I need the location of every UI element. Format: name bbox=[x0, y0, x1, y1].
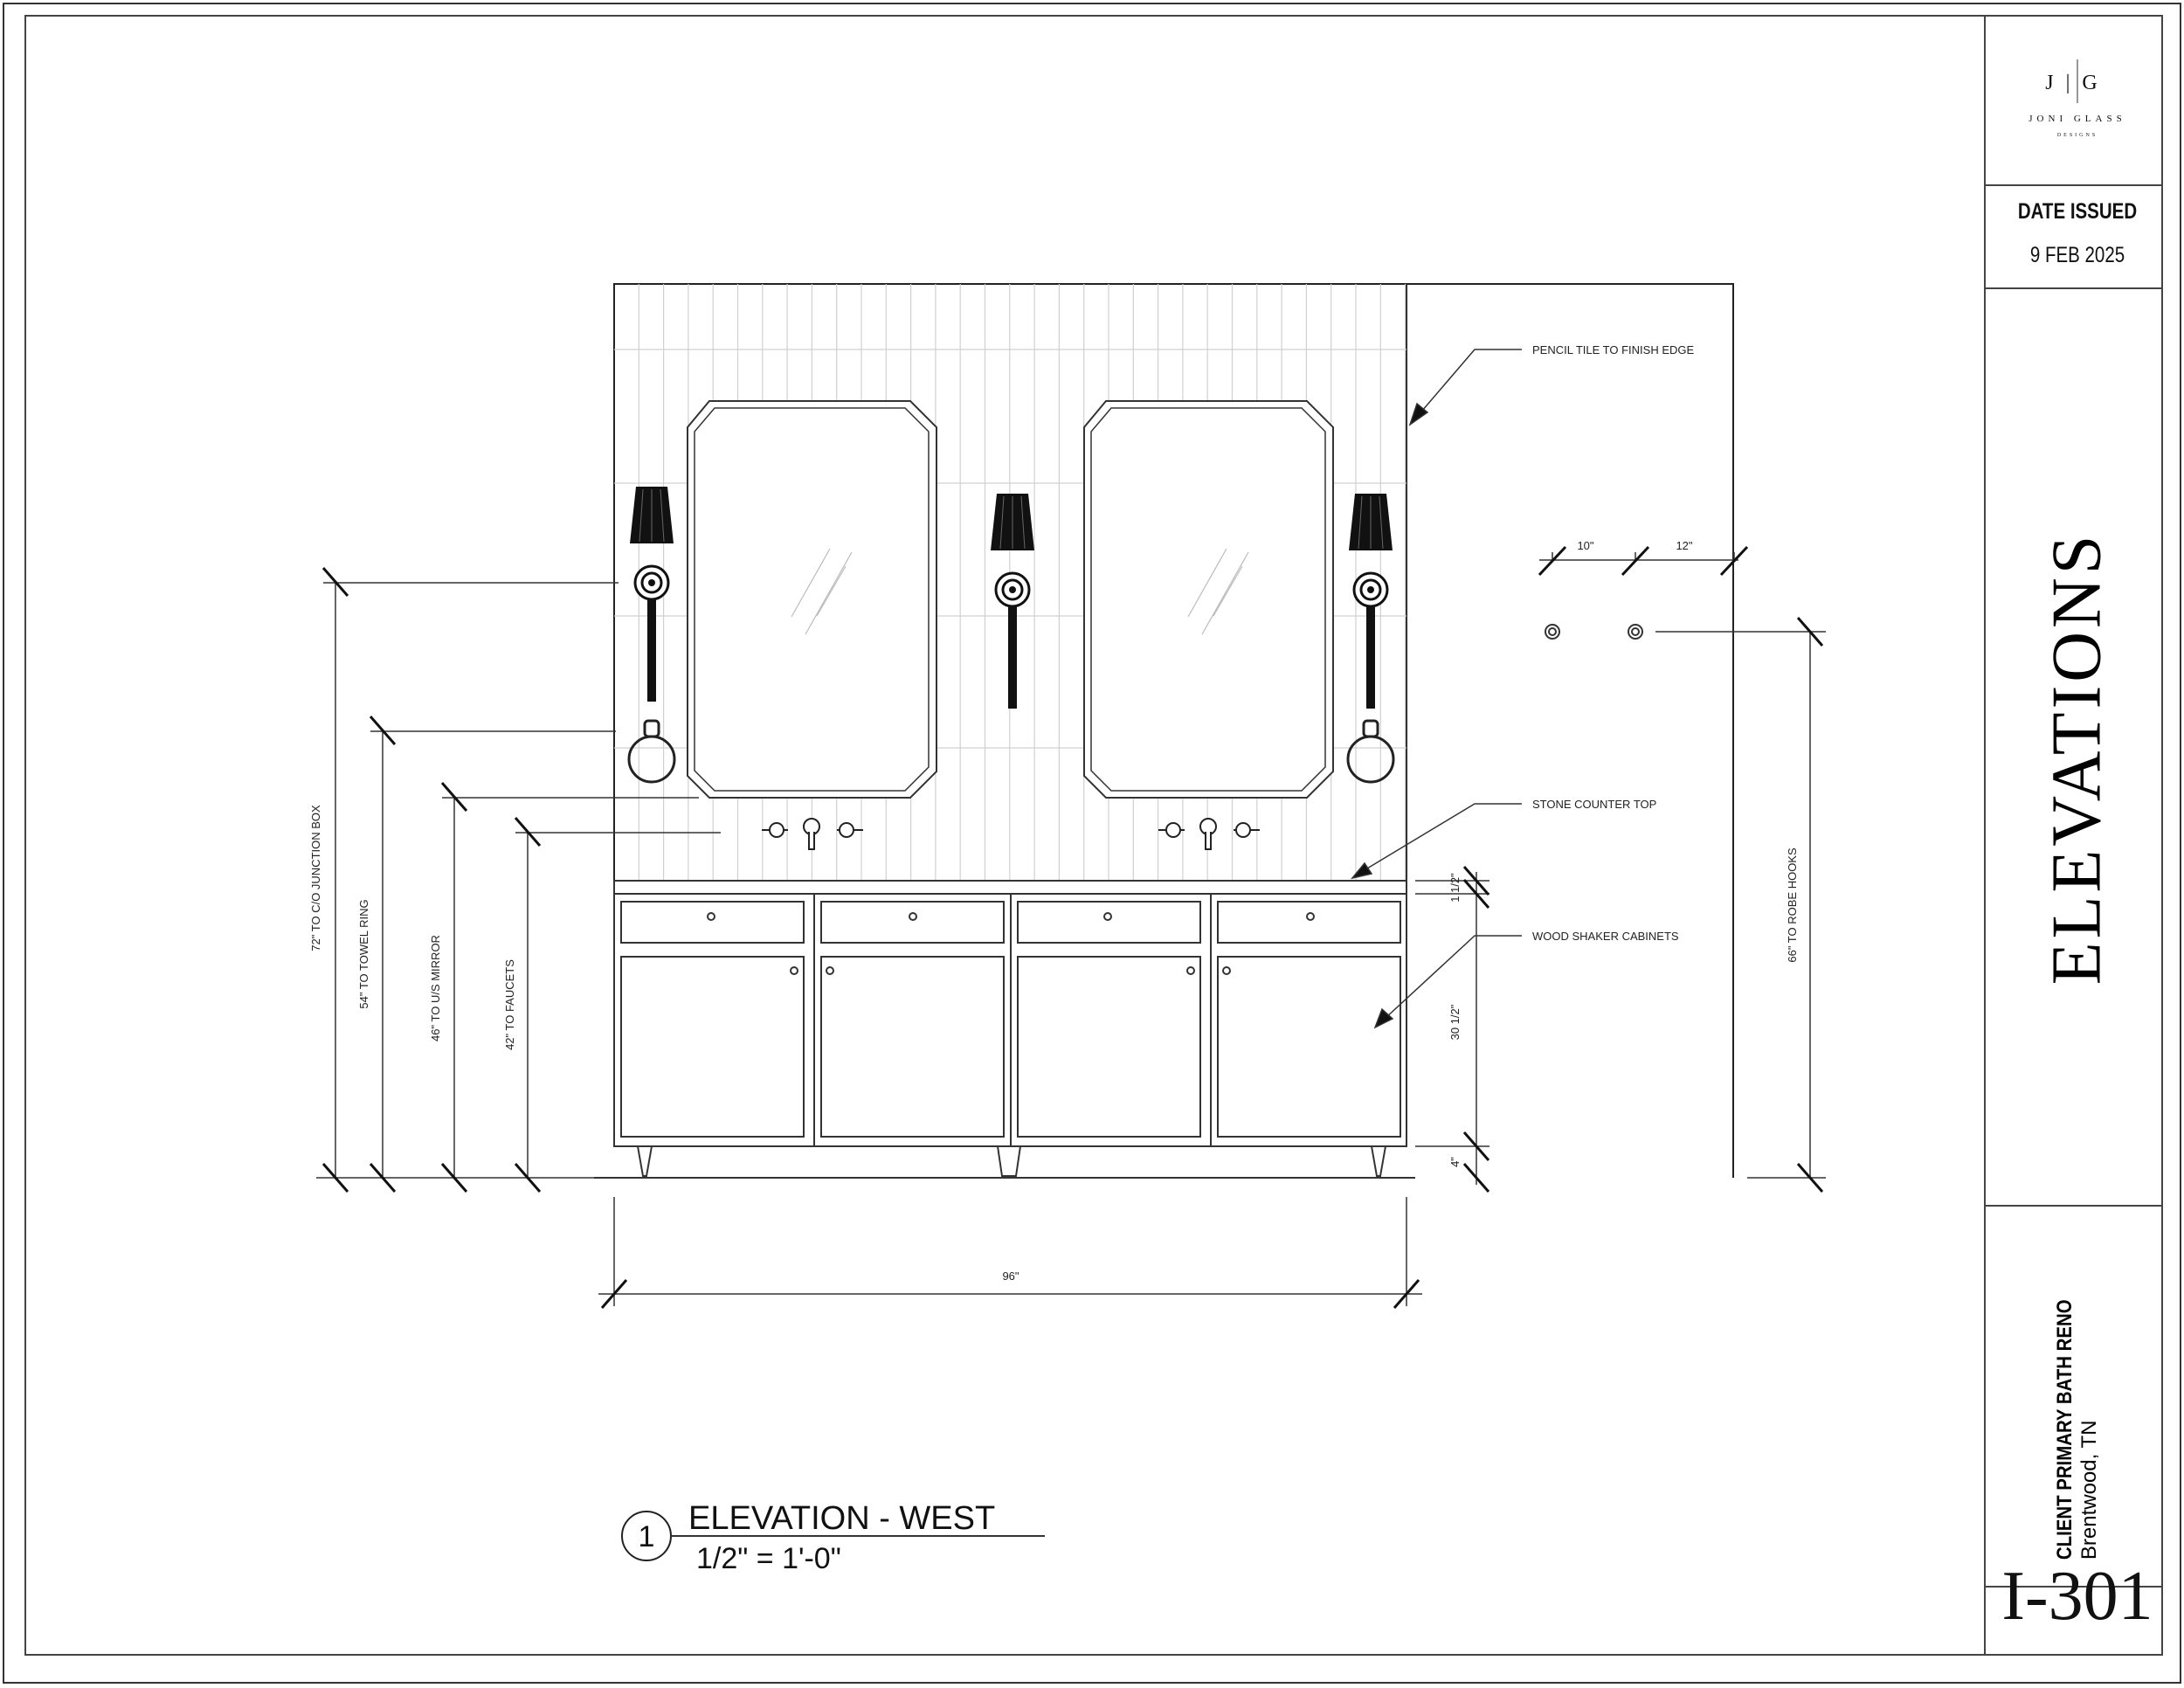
vanity bbox=[594, 880, 1415, 1179]
date-issued-label: DATE ISSUED bbox=[2017, 199, 2138, 224]
dim-robe-hooks: 66" TO ROBE HOOKS bbox=[1786, 847, 1799, 963]
sheet-border bbox=[24, 15, 2163, 1656]
dim-junction-box: 72" TO C/O JUNCTION BOX bbox=[309, 805, 322, 951]
title-block-frame bbox=[1984, 16, 2162, 1655]
callout-leaders bbox=[1351, 349, 1522, 1029]
faucet-left bbox=[762, 818, 863, 850]
logo-monogram: J|G bbox=[2045, 72, 2110, 94]
project-location: Brentwood, TN bbox=[2077, 1420, 2101, 1560]
view-title: ELEVATION - WEST bbox=[688, 1500, 995, 1537]
date-issued-value: 9 FEB 2025 bbox=[2029, 243, 2125, 267]
view-scale: 1/2" = 1'-0" bbox=[696, 1542, 841, 1575]
sheet-number: I-301 bbox=[2001, 1558, 2153, 1635]
towel-ring-right bbox=[1346, 719, 1395, 784]
callout-wood-cabinets: WOOD SHAKER CABINETS bbox=[1532, 930, 1679, 943]
logo-name: JONI GLASS bbox=[2028, 114, 2126, 124]
towel-ring-left bbox=[627, 719, 676, 784]
faucet-right bbox=[1158, 818, 1260, 850]
outer-border bbox=[3, 3, 2181, 1684]
project-name: CLIENT PRIMARY BATH RENO bbox=[2053, 1299, 2077, 1560]
callout-stone-counter: STONE COUNTER TOP bbox=[1532, 798, 1656, 811]
dim-faucets: 42" TO FAUCETS bbox=[503, 959, 516, 1050]
dim-cabinet-height: 30 1/2" bbox=[1448, 1004, 1462, 1040]
view-label: 1 ELEVATION - WEST 1/2" = 1'-0" bbox=[621, 1500, 1045, 1575]
mirror-right bbox=[1083, 400, 1334, 799]
dim-mirror: 46" TO U/S MIRROR bbox=[429, 935, 442, 1041]
dim-vanity-width: 96" bbox=[1002, 1269, 1019, 1283]
view-number: 1 bbox=[639, 1520, 655, 1553]
dim-counter-thickness: 1 1/2" bbox=[1448, 873, 1462, 903]
logo-sub: DESIGNS bbox=[2056, 133, 2098, 138]
dim-hook-spacing-2: 12" bbox=[1676, 539, 1692, 552]
dim-leg-height: 4" bbox=[1448, 1157, 1462, 1167]
sconce-left bbox=[630, 487, 674, 702]
sconce-center bbox=[991, 494, 1034, 709]
dim-towel-ring: 54" TO TOWEL RING bbox=[357, 899, 370, 1008]
mirror-left bbox=[687, 400, 937, 799]
sconce-right bbox=[1349, 494, 1393, 709]
dimension-ticks bbox=[321, 545, 1824, 1309]
robe-hooks bbox=[1545, 624, 1643, 640]
dim-hook-spacing-1: 10" bbox=[1577, 539, 1593, 552]
sheet-title-text: ELEVATIONS bbox=[2038, 531, 2116, 986]
callout-pencil-tile: PENCIL TILE TO FINISH EDGE bbox=[1532, 343, 1695, 356]
